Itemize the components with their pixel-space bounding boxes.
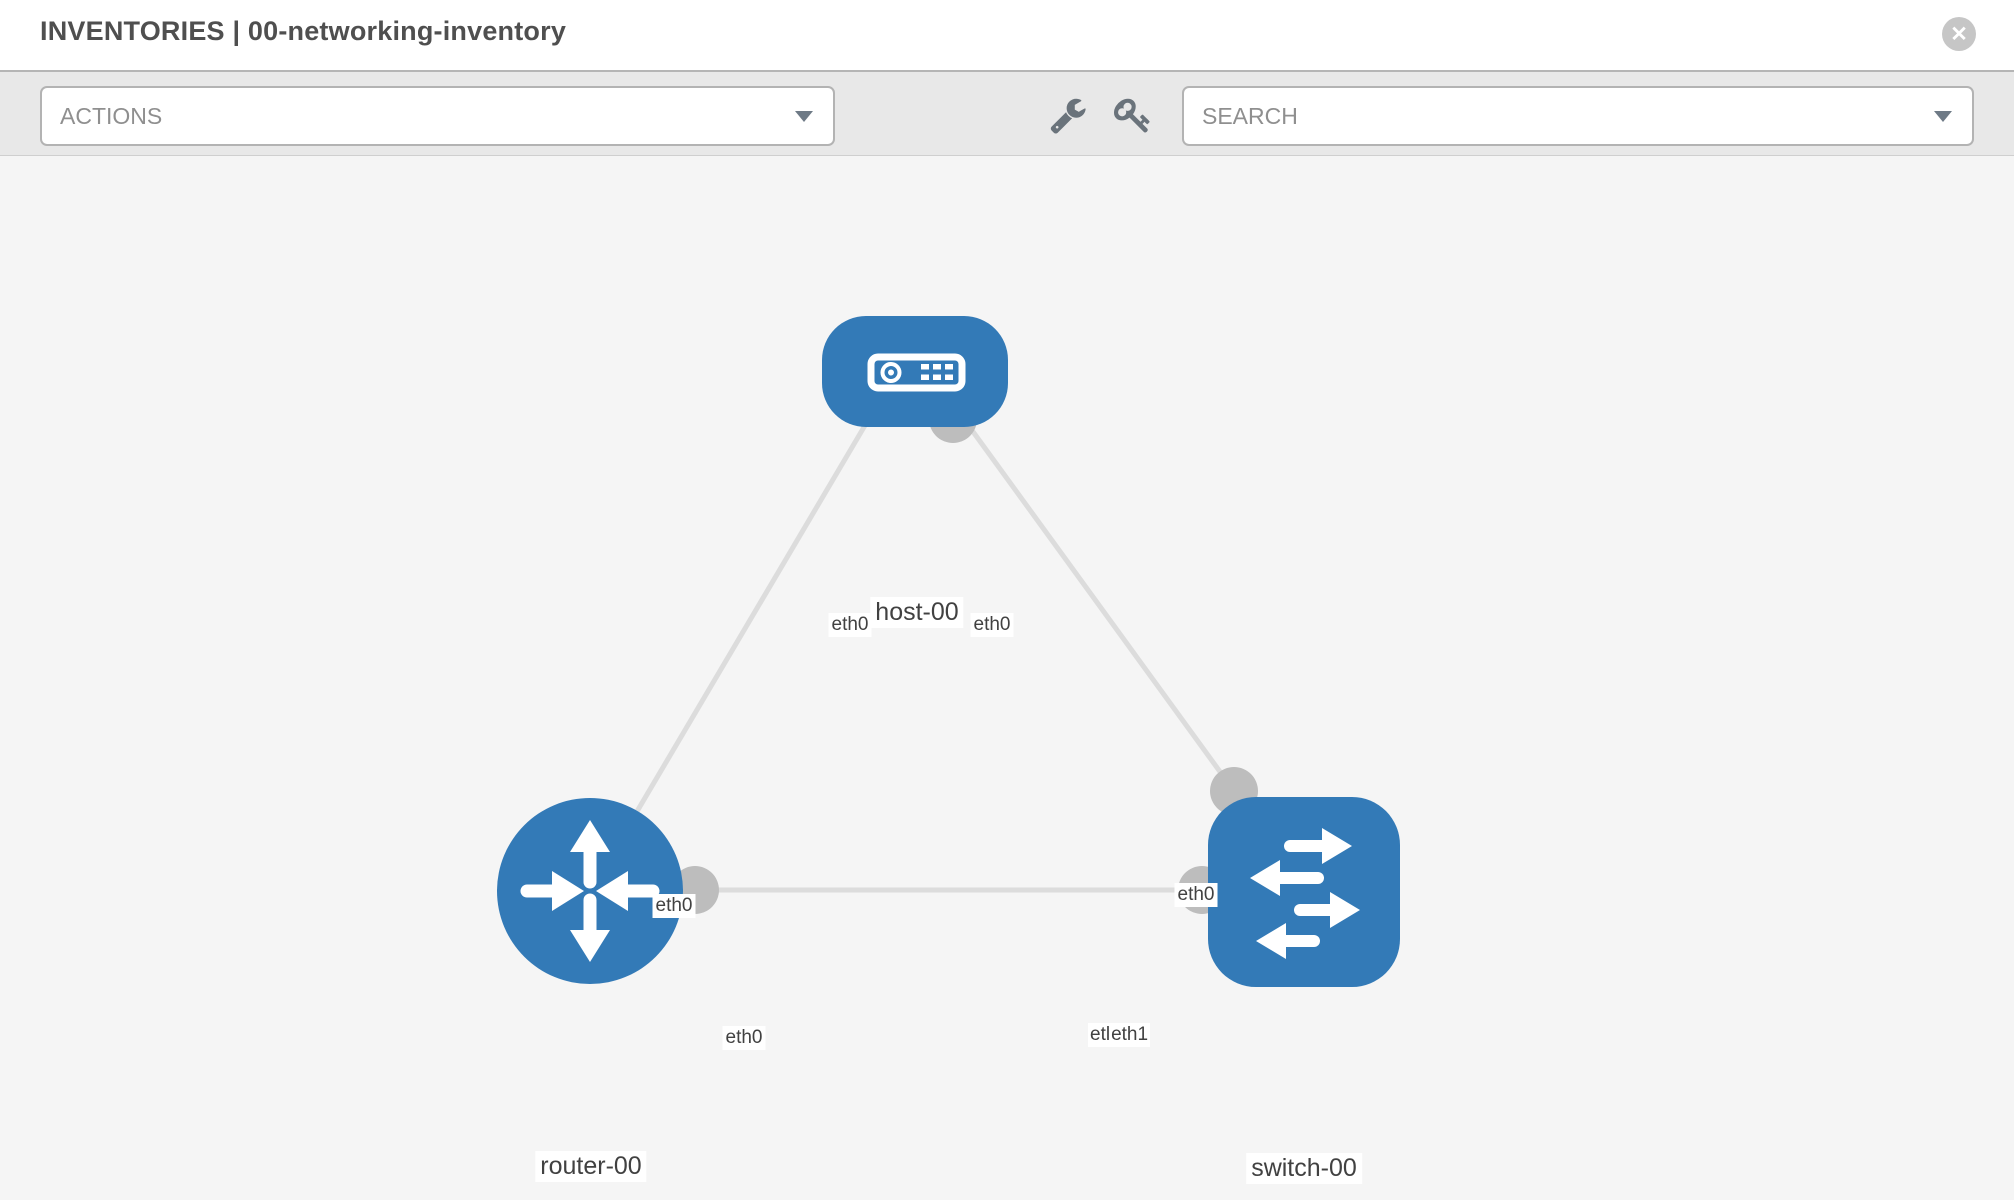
page-title: INVENTORIES | 00-networking-inventory: [40, 16, 567, 46]
router-icon: [520, 820, 660, 962]
topology-canvas[interactable]: host-00 router-00 switch-00 eth0 eth0 et…: [0, 156, 2014, 1200]
close-icon: ✕: [1950, 22, 1968, 46]
link-host-switch: [947, 398, 1237, 793]
key-button[interactable]: [1114, 96, 1152, 134]
iface-label-overlapped-text: etl: [1088, 1023, 1113, 1047]
search-input[interactable]: [1184, 101, 1934, 131]
key-icon: [1114, 98, 1150, 133]
actions-dropdown-label: ACTIONS: [60, 102, 163, 129]
switch-icon: [1250, 828, 1360, 959]
node-switch-00[interactable]: [1208, 797, 1400, 987]
wrench-icon: [1050, 98, 1086, 134]
iface-label-eth1: eth1: [1109, 1023, 1151, 1047]
node-host-00[interactable]: [822, 316, 1008, 427]
wrench-button[interactable]: [1049, 96, 1087, 134]
host-icon: [867, 353, 966, 392]
node-label-switch: switch-00: [1246, 1153, 1362, 1184]
actions-dropdown[interactable]: ACTIONS: [40, 86, 835, 146]
chevron-down-icon: [795, 110, 813, 122]
close-button[interactable]: ✕: [1942, 17, 1976, 51]
search-chevron-down-icon: [1934, 110, 1952, 122]
iface-label-switch-link-eth0: eth0: [1174, 883, 1218, 907]
iface-label-host-eth0-right: eth0: [970, 613, 1014, 637]
header: INVENTORIES | 00-networking-inventory ✕: [0, 0, 2014, 70]
iface-label-router-link-eth0: eth0: [652, 894, 696, 918]
iface-label-router-eth0: eth0: [722, 1026, 766, 1050]
node-label-host: host-00: [870, 597, 964, 628]
iface-label-switch-eth1-overlap: etl eth1: [1088, 1023, 1151, 1047]
toolbar: ACTIONS: [0, 70, 2014, 156]
link-host-router: [587, 398, 883, 893]
node-router-00[interactable]: [497, 798, 683, 984]
node-label-router: router-00: [535, 1151, 647, 1182]
iface-label-host-eth0-left: eth0: [828, 613, 872, 637]
search-box: [1182, 86, 1974, 146]
topology-graph: [497, 316, 1400, 987]
